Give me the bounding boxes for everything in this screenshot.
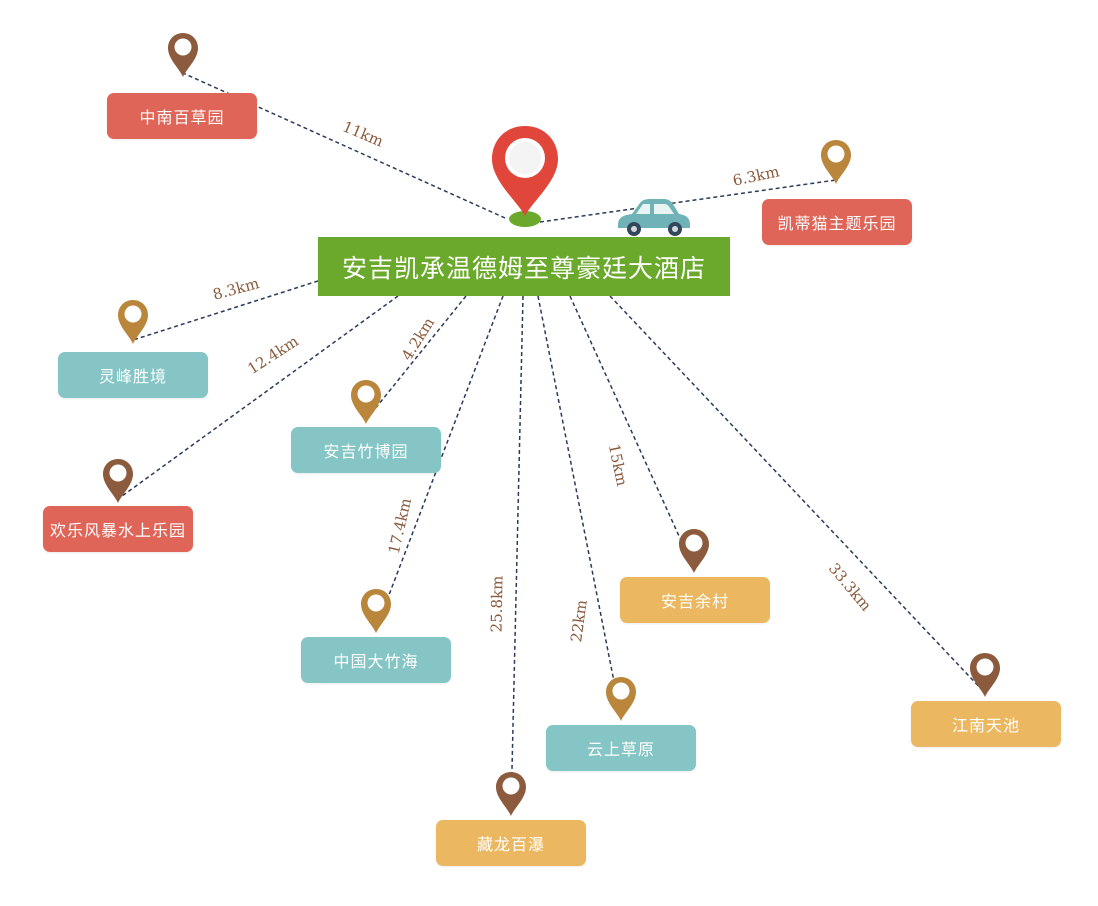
connector-line <box>539 179 837 223</box>
map-pin-icon <box>361 589 391 633</box>
map-pin-icon <box>970 653 1000 697</box>
map-pin-icon <box>496 772 526 816</box>
destination-label: 江南天池 <box>911 701 1061 747</box>
destination-label: 云上草原 <box>546 725 696 771</box>
map-pin-icon <box>118 300 148 344</box>
main-location-pin-icon <box>492 126 558 227</box>
map-pin-icon <box>103 459 133 503</box>
destination-label: 中国大竹海 <box>301 637 451 683</box>
connector-line <box>609 295 986 694</box>
connector-line <box>365 295 467 421</box>
distance-label: 25.8km <box>487 575 507 633</box>
destination-label: 安吉竹博园 <box>291 427 441 473</box>
connector-line <box>537 295 622 718</box>
map-pin-icon <box>679 529 709 573</box>
connector-line <box>132 280 319 341</box>
car-icon <box>618 199 690 236</box>
connector-line <box>569 295 695 570</box>
connector-line <box>117 295 399 500</box>
destination-label: 安吉余村 <box>620 577 770 623</box>
destination-label: 凯蒂猫主题乐园 <box>762 199 912 245</box>
destination-label: 藏龙百瀑 <box>436 820 586 866</box>
map-pin-icon <box>821 140 851 184</box>
map-pin-icon <box>168 33 198 77</box>
destination-label: 欢乐风暴水上乐园 <box>43 506 193 552</box>
map-pin-icon <box>606 677 636 721</box>
destination-label: 中南百草园 <box>107 93 257 139</box>
destination-label: 灵峰胜境 <box>58 352 208 398</box>
connector-line <box>510 295 524 813</box>
map-pin-icon <box>351 380 381 424</box>
hotel-name-banner: 安吉凯承温德姆至尊豪廷大酒店 <box>318 237 730 296</box>
